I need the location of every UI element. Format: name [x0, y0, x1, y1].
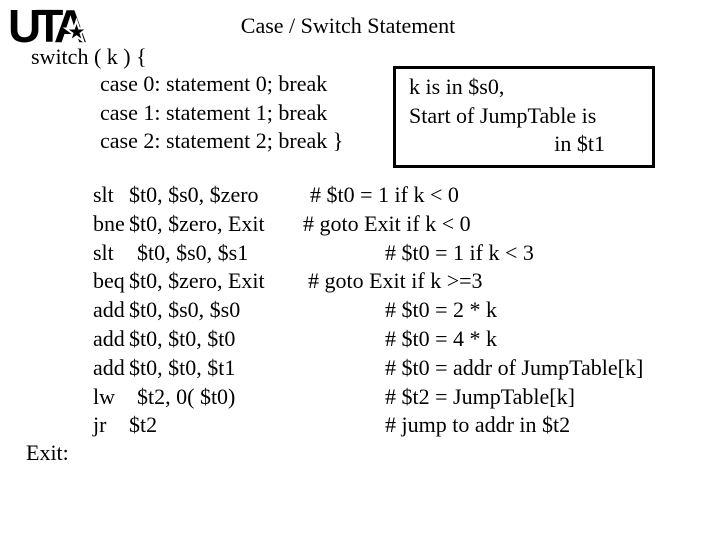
asm-comment: # goto Exit if k < 0 [303, 210, 471, 236]
asm-line-6: add $t0, $t0, $t0 # $t0 = 4 * k [93, 326, 693, 355]
slide-title: Case / Switch Statement [240, 13, 456, 38]
c-code-case-0: case 0: statement 0; break [100, 71, 328, 96]
asm-line-4: beq $t0, $zero, Exit # goto Exit if k >=… [93, 268, 693, 297]
exit-label: Exit: [26, 440, 69, 465]
asm-line-3: slt $t0, $s0, $s1 # $t0 = 1 if k < 3 [93, 240, 693, 269]
asm-operands: $t0, $s0, $zero [129, 182, 259, 207]
asm-opcode: add [93, 325, 125, 351]
asm-operands: $t0, $zero, Exit [129, 268, 265, 294]
asm-opcode: lw [93, 383, 115, 409]
register-note-box: k is in $s0, Start of JumpTable is in $t… [393, 66, 655, 168]
asm-operands: $t0, $t0, $t1 [129, 354, 236, 380]
asm-opcode: jr [93, 412, 107, 438]
asm-operands: $t0, $zero, Exit [129, 210, 265, 236]
asm-opcode: slt [93, 239, 114, 265]
asm-comment: # goto Exit if k >=3 [308, 268, 483, 294]
asm-operands: $t0, $s0, $s0 [129, 297, 241, 323]
asm-operands: $t2 [129, 412, 158, 438]
asm-opcode: add [93, 354, 125, 380]
asm-comment: # $t0 = 4 * k [385, 325, 498, 351]
asm-line-7: add $t0, $t0, $t1 # $t0 = addr of JumpTa… [93, 355, 693, 384]
assembly-code-block: slt $t0, $s0, $zero # $t0 = 1 if k < 0 b… [93, 182, 693, 441]
asm-comment: # $t0 = 1 if k < 0 [310, 182, 459, 207]
note-line-3: in $t1 [554, 131, 605, 156]
asm-line-1: slt $t0, $s0, $zero # $t0 = 1 if k < 0 [93, 182, 693, 211]
asm-line-5: add $t0, $s0, $s0 # $t0 = 2 * k [93, 297, 693, 326]
uta-logo: UTA ★ [8, 0, 118, 58]
c-code-switch-header: switch ( k ) { [31, 44, 147, 69]
asm-operands: $t0, $t0, $t0 [129, 325, 236, 351]
star-icon: ★ [63, 17, 90, 48]
asm-line-9: jr $t2 # jump to addr in $t2 [93, 412, 693, 441]
asm-opcode: slt [93, 182, 114, 207]
uta-logo-text: UTA [8, 0, 87, 52]
asm-comment: # $t0 = addr of JumpTable[k] [385, 354, 644, 380]
asm-opcode: add [93, 297, 125, 323]
asm-operands: $t2, 0( $t0) [137, 383, 236, 409]
note-line-1: k is in $s0, [409, 74, 505, 99]
c-code-case-2: case 2: statement 2; break } [100, 128, 344, 154]
asm-opcode: bne [93, 210, 125, 236]
asm-comment: # $t0 = 1 if k < 3 [385, 239, 534, 265]
asm-line-2: bne $t0, $zero, Exit # goto Exit if k < … [93, 211, 693, 240]
asm-line-8: lw $t2, 0( $t0) # $t2 = JumpTable[k] [93, 384, 693, 413]
asm-operands: $t0, $s0, $s1 [137, 239, 249, 265]
asm-comment: # $t2 = JumpTable[k] [385, 383, 575, 409]
asm-comment: # $t0 = 2 * k [385, 297, 498, 323]
asm-opcode: beq [93, 268, 125, 294]
c-code-case-1: case 1: statement 1; break [100, 99, 328, 125]
asm-comment: # jump to addr in $t2 [385, 412, 571, 438]
note-line-2: Start of JumpTable is [409, 102, 597, 128]
c-code-case-block: case 0: statement 0; break case 1: state… [100, 70, 343, 156]
